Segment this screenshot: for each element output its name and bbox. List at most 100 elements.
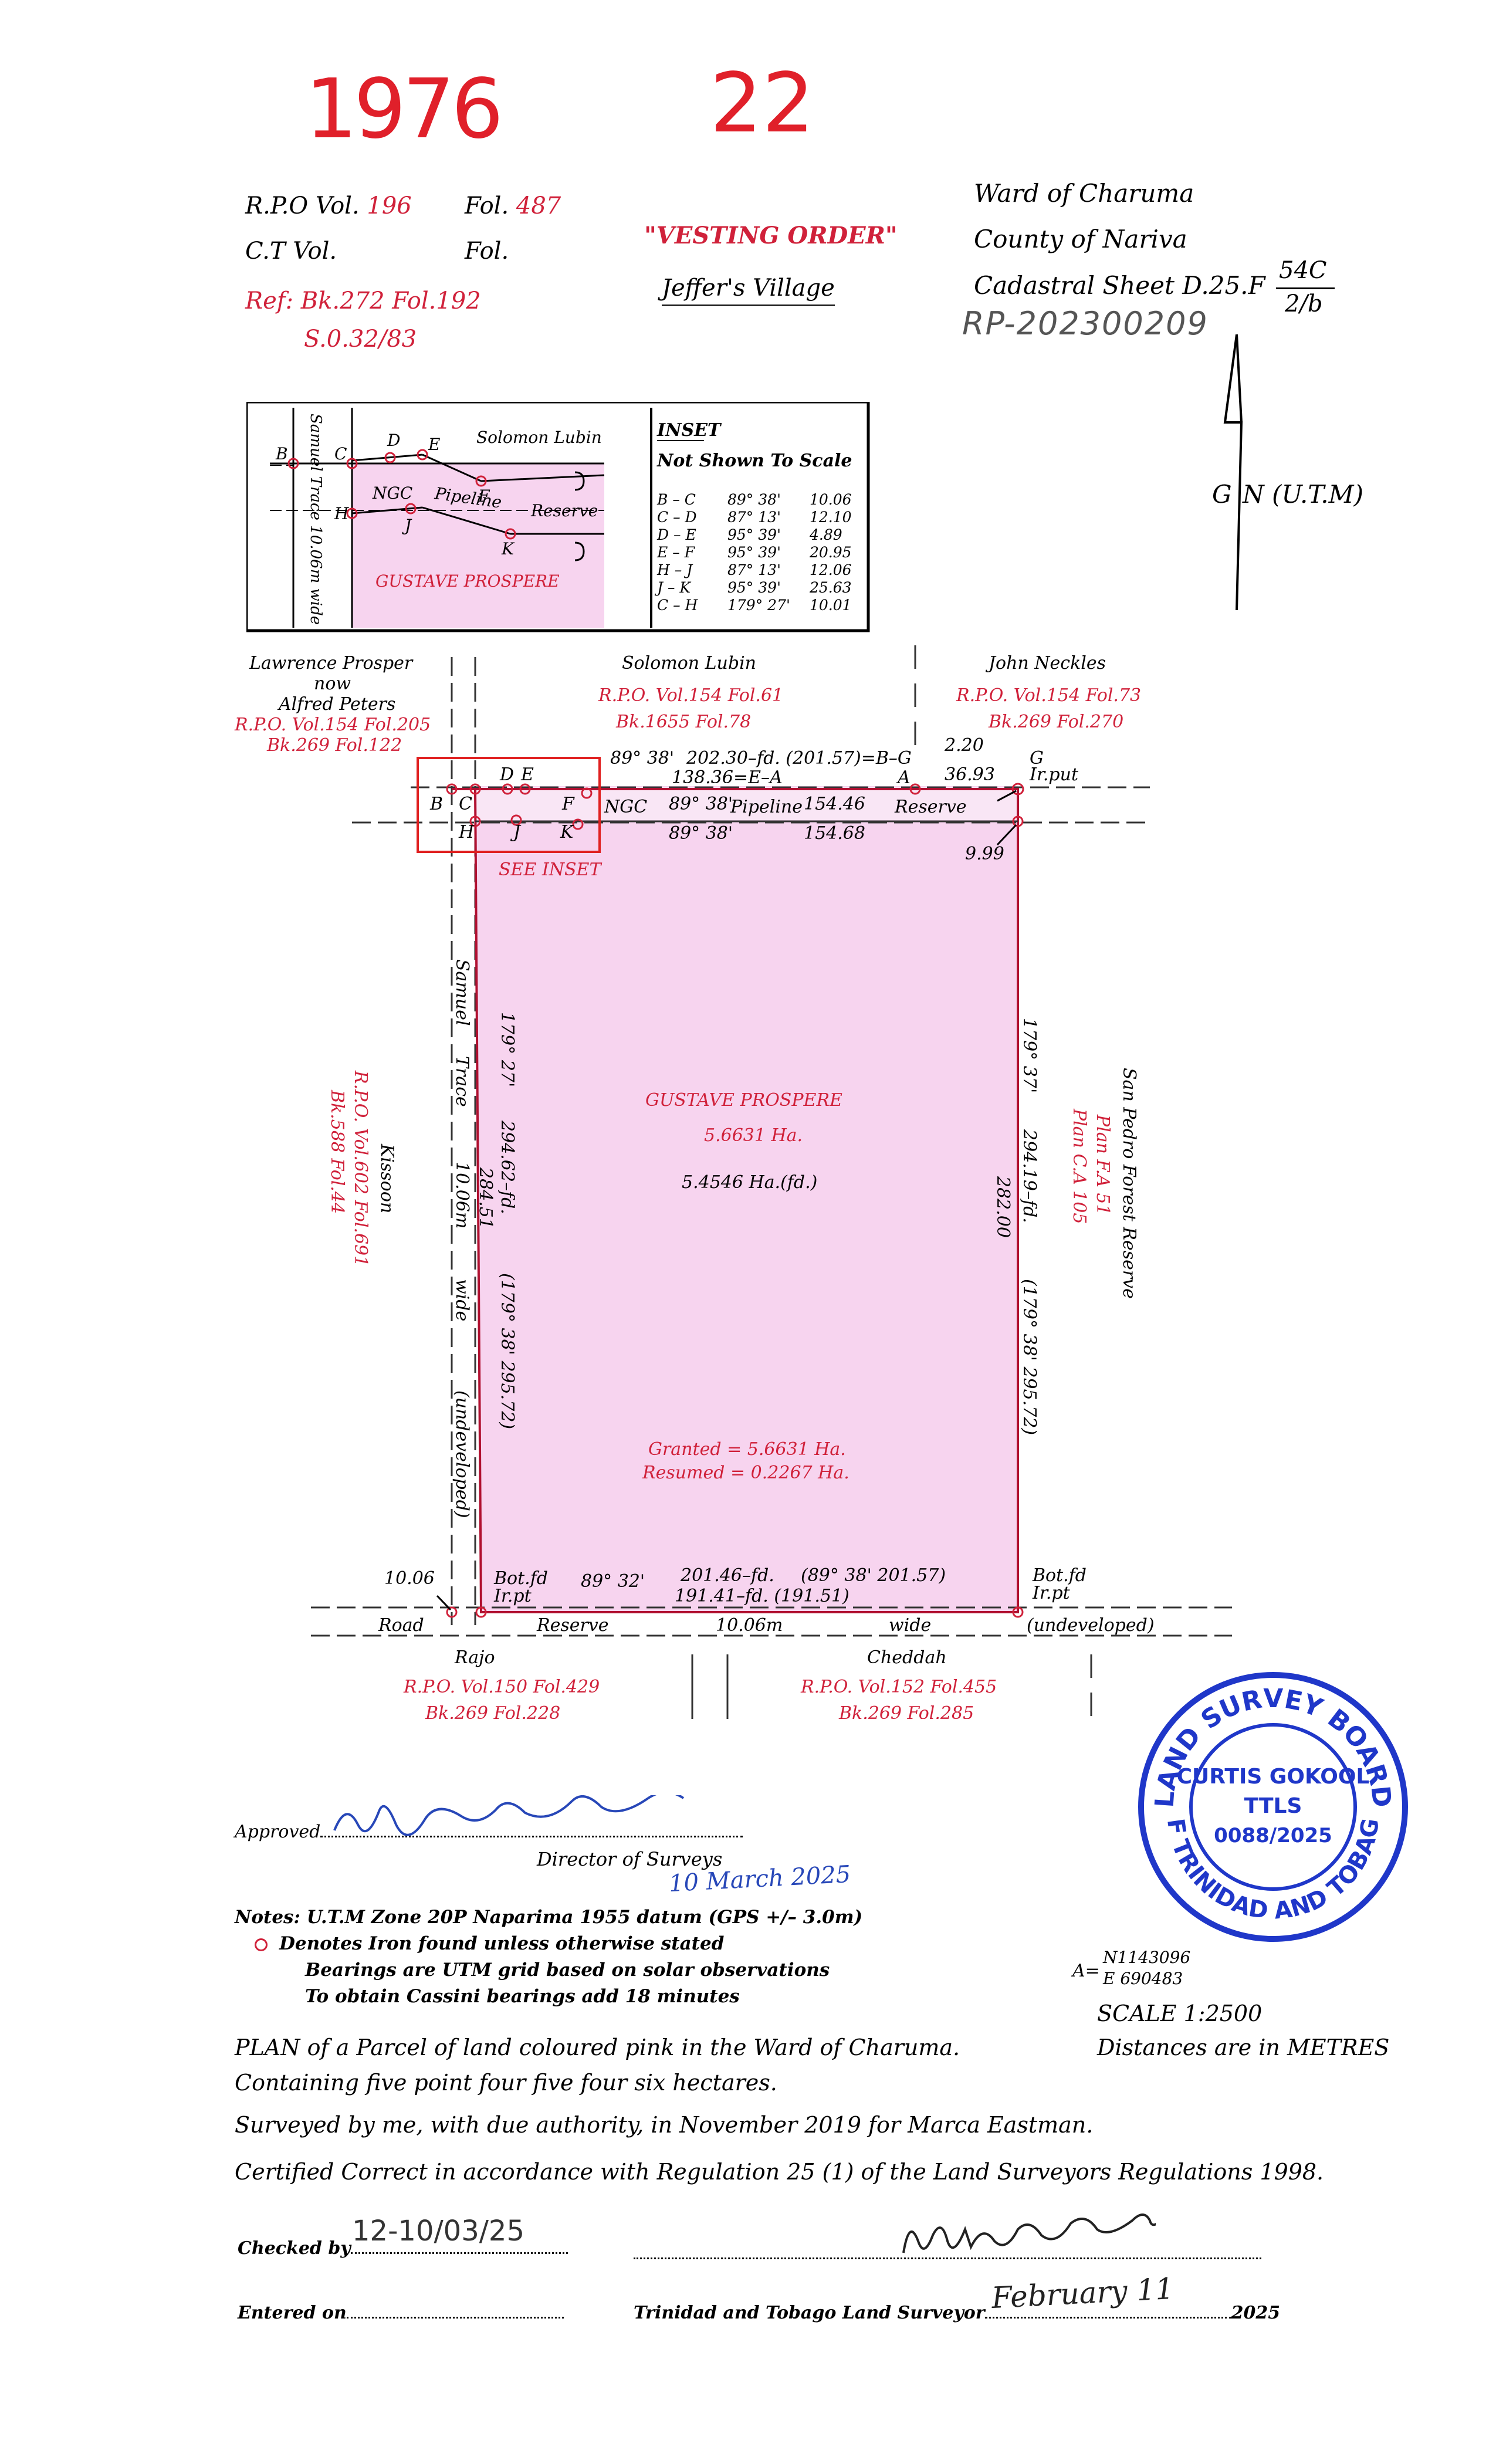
bottom-bearing: 89° 32' bbox=[581, 1571, 645, 1592]
inset-owner-top: Solomon Lubin bbox=[476, 428, 602, 447]
director-label: Director of Surveys bbox=[537, 1848, 723, 1870]
surveyor-signature bbox=[902, 2213, 1156, 2253]
inset-table-dist: 12.10 bbox=[810, 509, 852, 526]
cheddah: Cheddah bbox=[867, 1647, 947, 1668]
se-irpt: Ir.pt bbox=[1032, 1583, 1071, 1603]
inset-subtitle: Not Shown To Scale bbox=[656, 451, 852, 471]
kissoon: Kissoon bbox=[377, 1143, 397, 1213]
cert-line4: Certified Correct in accordance with Reg… bbox=[235, 2159, 1324, 2185]
rpo-fol-line: Fol. 487 bbox=[465, 192, 561, 219]
parcel-fill bbox=[475, 786, 1018, 1612]
se-botfd: Bot.fd bbox=[1032, 1565, 1087, 1586]
lawrence-bk: Bk.269 Fol.122 bbox=[266, 735, 402, 756]
inset-pt-b: B bbox=[275, 444, 288, 463]
inset-reserve: Reserve bbox=[530, 501, 598, 520]
rpo-line: R.P.O Vol. 196 bbox=[245, 192, 412, 219]
notes-line2-text: Denotes Iron found unless otherwise stat… bbox=[279, 1933, 725, 1954]
pipe-dist: 154.46 bbox=[804, 794, 865, 814]
east-dist3: (179° 38' 295.72) bbox=[1019, 1279, 1040, 1435]
john-rpo: R.P.O. Vol.154 Fol.73 bbox=[956, 685, 1141, 706]
inset-table-bearing: 89° 38' bbox=[727, 491, 781, 508]
inset-table-bearing: 87° 13' bbox=[727, 509, 781, 526]
resumed: Resumed = 0.2267 Ha. bbox=[642, 1463, 849, 1483]
inset-table-bearing: 95° 39' bbox=[727, 544, 781, 561]
rajo-bk: Bk.269 Fol.228 bbox=[425, 1703, 560, 1719]
inset-table-bearing: 95° 39' bbox=[727, 526, 781, 543]
plan-fa: Plan F.A 51 bbox=[1092, 1114, 1113, 1216]
dist-3693: 36.93 bbox=[945, 764, 995, 785]
rpo-label: R.P.O Vol. bbox=[245, 192, 360, 219]
inset-table-line: J – K bbox=[654, 579, 691, 596]
ref-line1: Ref: Bk.272 Fol.192 bbox=[245, 287, 481, 314]
see-inset-box bbox=[417, 757, 601, 853]
inset-table-bearing: 179° 27' bbox=[727, 597, 790, 614]
pt-b: B bbox=[429, 794, 443, 814]
survey-plan: Lawrence Prosper now Alfred Peters R.P.O… bbox=[234, 645, 1232, 1719]
coord-e: E 690483 bbox=[1103, 1969, 1183, 1988]
pt-f: F bbox=[561, 794, 575, 814]
stamp-ttls: TTLS bbox=[1244, 1794, 1302, 1818]
pt-d: D bbox=[499, 764, 514, 785]
sw-botfd: Bot.fd bbox=[493, 1568, 548, 1589]
rajo: Rajo bbox=[454, 1647, 495, 1668]
inset-pt-d: D bbox=[387, 431, 400, 450]
north-label-g: G bbox=[1212, 480, 1232, 509]
lawrence-2: now bbox=[314, 673, 351, 694]
pt-e: E bbox=[520, 764, 534, 785]
inset-table-line: B – C bbox=[656, 491, 696, 508]
coord-n: N1143096 bbox=[1103, 1948, 1191, 1967]
dist-220: 2.20 bbox=[944, 735, 984, 756]
cert-line1: PLAN of a Parcel of land coloured pink i… bbox=[235, 2035, 960, 2060]
lawrence-rpo: R.P.O. Vol.154 Fol.205 bbox=[234, 715, 431, 735]
cert-line2: Containing five point four five four six… bbox=[235, 2070, 777, 2096]
inset-table-dist: 20.95 bbox=[809, 544, 852, 561]
entered-label: Entered on bbox=[238, 2303, 564, 2323]
pt-a: A bbox=[896, 767, 911, 788]
south-road: Road bbox=[378, 1615, 424, 1636]
pt-k: K bbox=[560, 822, 574, 842]
rpo-fol-label: Fol. bbox=[465, 192, 509, 219]
road-undeveloped: (undeveloped) bbox=[452, 1390, 472, 1518]
west-dist1: 294.62–fd. bbox=[497, 1120, 517, 1214]
cadastral-sheet: Cadastral Sheet D.25.F bbox=[974, 271, 1265, 300]
county: County of Nariva bbox=[974, 225, 1187, 253]
solomon-bk: Bk.1655 Fol.78 bbox=[615, 712, 751, 732]
stamp-ring-top: LAND SURVEY BOARD bbox=[1150, 1684, 1397, 1809]
checked-text: Checked by bbox=[238, 2238, 351, 2259]
inset-pink-parcel bbox=[352, 463, 604, 628]
notes-line1: Notes: U.T.M Zone 20P Naparima 1955 datu… bbox=[235, 1907, 863, 1928]
footer-year: 2025 bbox=[1231, 2303, 1281, 2323]
inset-table-bearing: 95° 39' bbox=[727, 579, 781, 596]
solomon: Solomon Lubin bbox=[622, 653, 756, 673]
inset-pt-c: C bbox=[334, 444, 347, 463]
pt-h: H bbox=[458, 822, 475, 842]
inset-pt-e: E bbox=[428, 435, 440, 454]
ct-fol-label: Fol. bbox=[465, 238, 509, 265]
plan-ca: Plan C.A 105 bbox=[1069, 1108, 1089, 1224]
east-dist1: 294.19–fd. bbox=[1019, 1129, 1040, 1223]
lawrence-3: Alfred Peters bbox=[277, 694, 395, 715]
cheddah-rpo: R.P.O. Vol.152 Fol.455 bbox=[800, 1677, 997, 1697]
pipeline: Pipeline bbox=[730, 797, 803, 817]
john: John Neckles bbox=[985, 653, 1106, 673]
bottom-dist1: 201.46–fd. bbox=[680, 1565, 774, 1586]
west-bearing: 179° 27' bbox=[497, 1012, 517, 1087]
land-survey-board-stamp: LAND SURVEY BOARD OF TRINIDAD AND TOBAGO… bbox=[1132, 1666, 1408, 1942]
plan-number-left: 1976 bbox=[305, 62, 503, 157]
parcel-name: GUSTAVE PROSPERE bbox=[645, 1090, 842, 1111]
inset-pt-j: J bbox=[402, 516, 412, 535]
inset-table-line: E – F bbox=[656, 544, 696, 561]
surveyor-signature-line bbox=[634, 2257, 1261, 2259]
top-dist: 202.30–fd. (201.57)=B–G bbox=[686, 748, 912, 769]
inset-table-line: H – J bbox=[656, 561, 693, 578]
parcel-area-fd: 5.4546 Ha.(fd.) bbox=[682, 1172, 817, 1193]
east-bearing: 179° 37' bbox=[1019, 1018, 1040, 1093]
rajo-rpo: R.P.O. Vol.150 Fol.429 bbox=[403, 1677, 600, 1697]
ref-line2: S.0.32/83 bbox=[304, 326, 417, 353]
irput: Ir.put bbox=[1029, 764, 1079, 785]
ct-label: C.T Vol. bbox=[245, 238, 337, 265]
bottom-dist3: 191.41–fd. (191.51) bbox=[675, 1586, 849, 1606]
inset-table-dist: 12.06 bbox=[810, 561, 852, 578]
